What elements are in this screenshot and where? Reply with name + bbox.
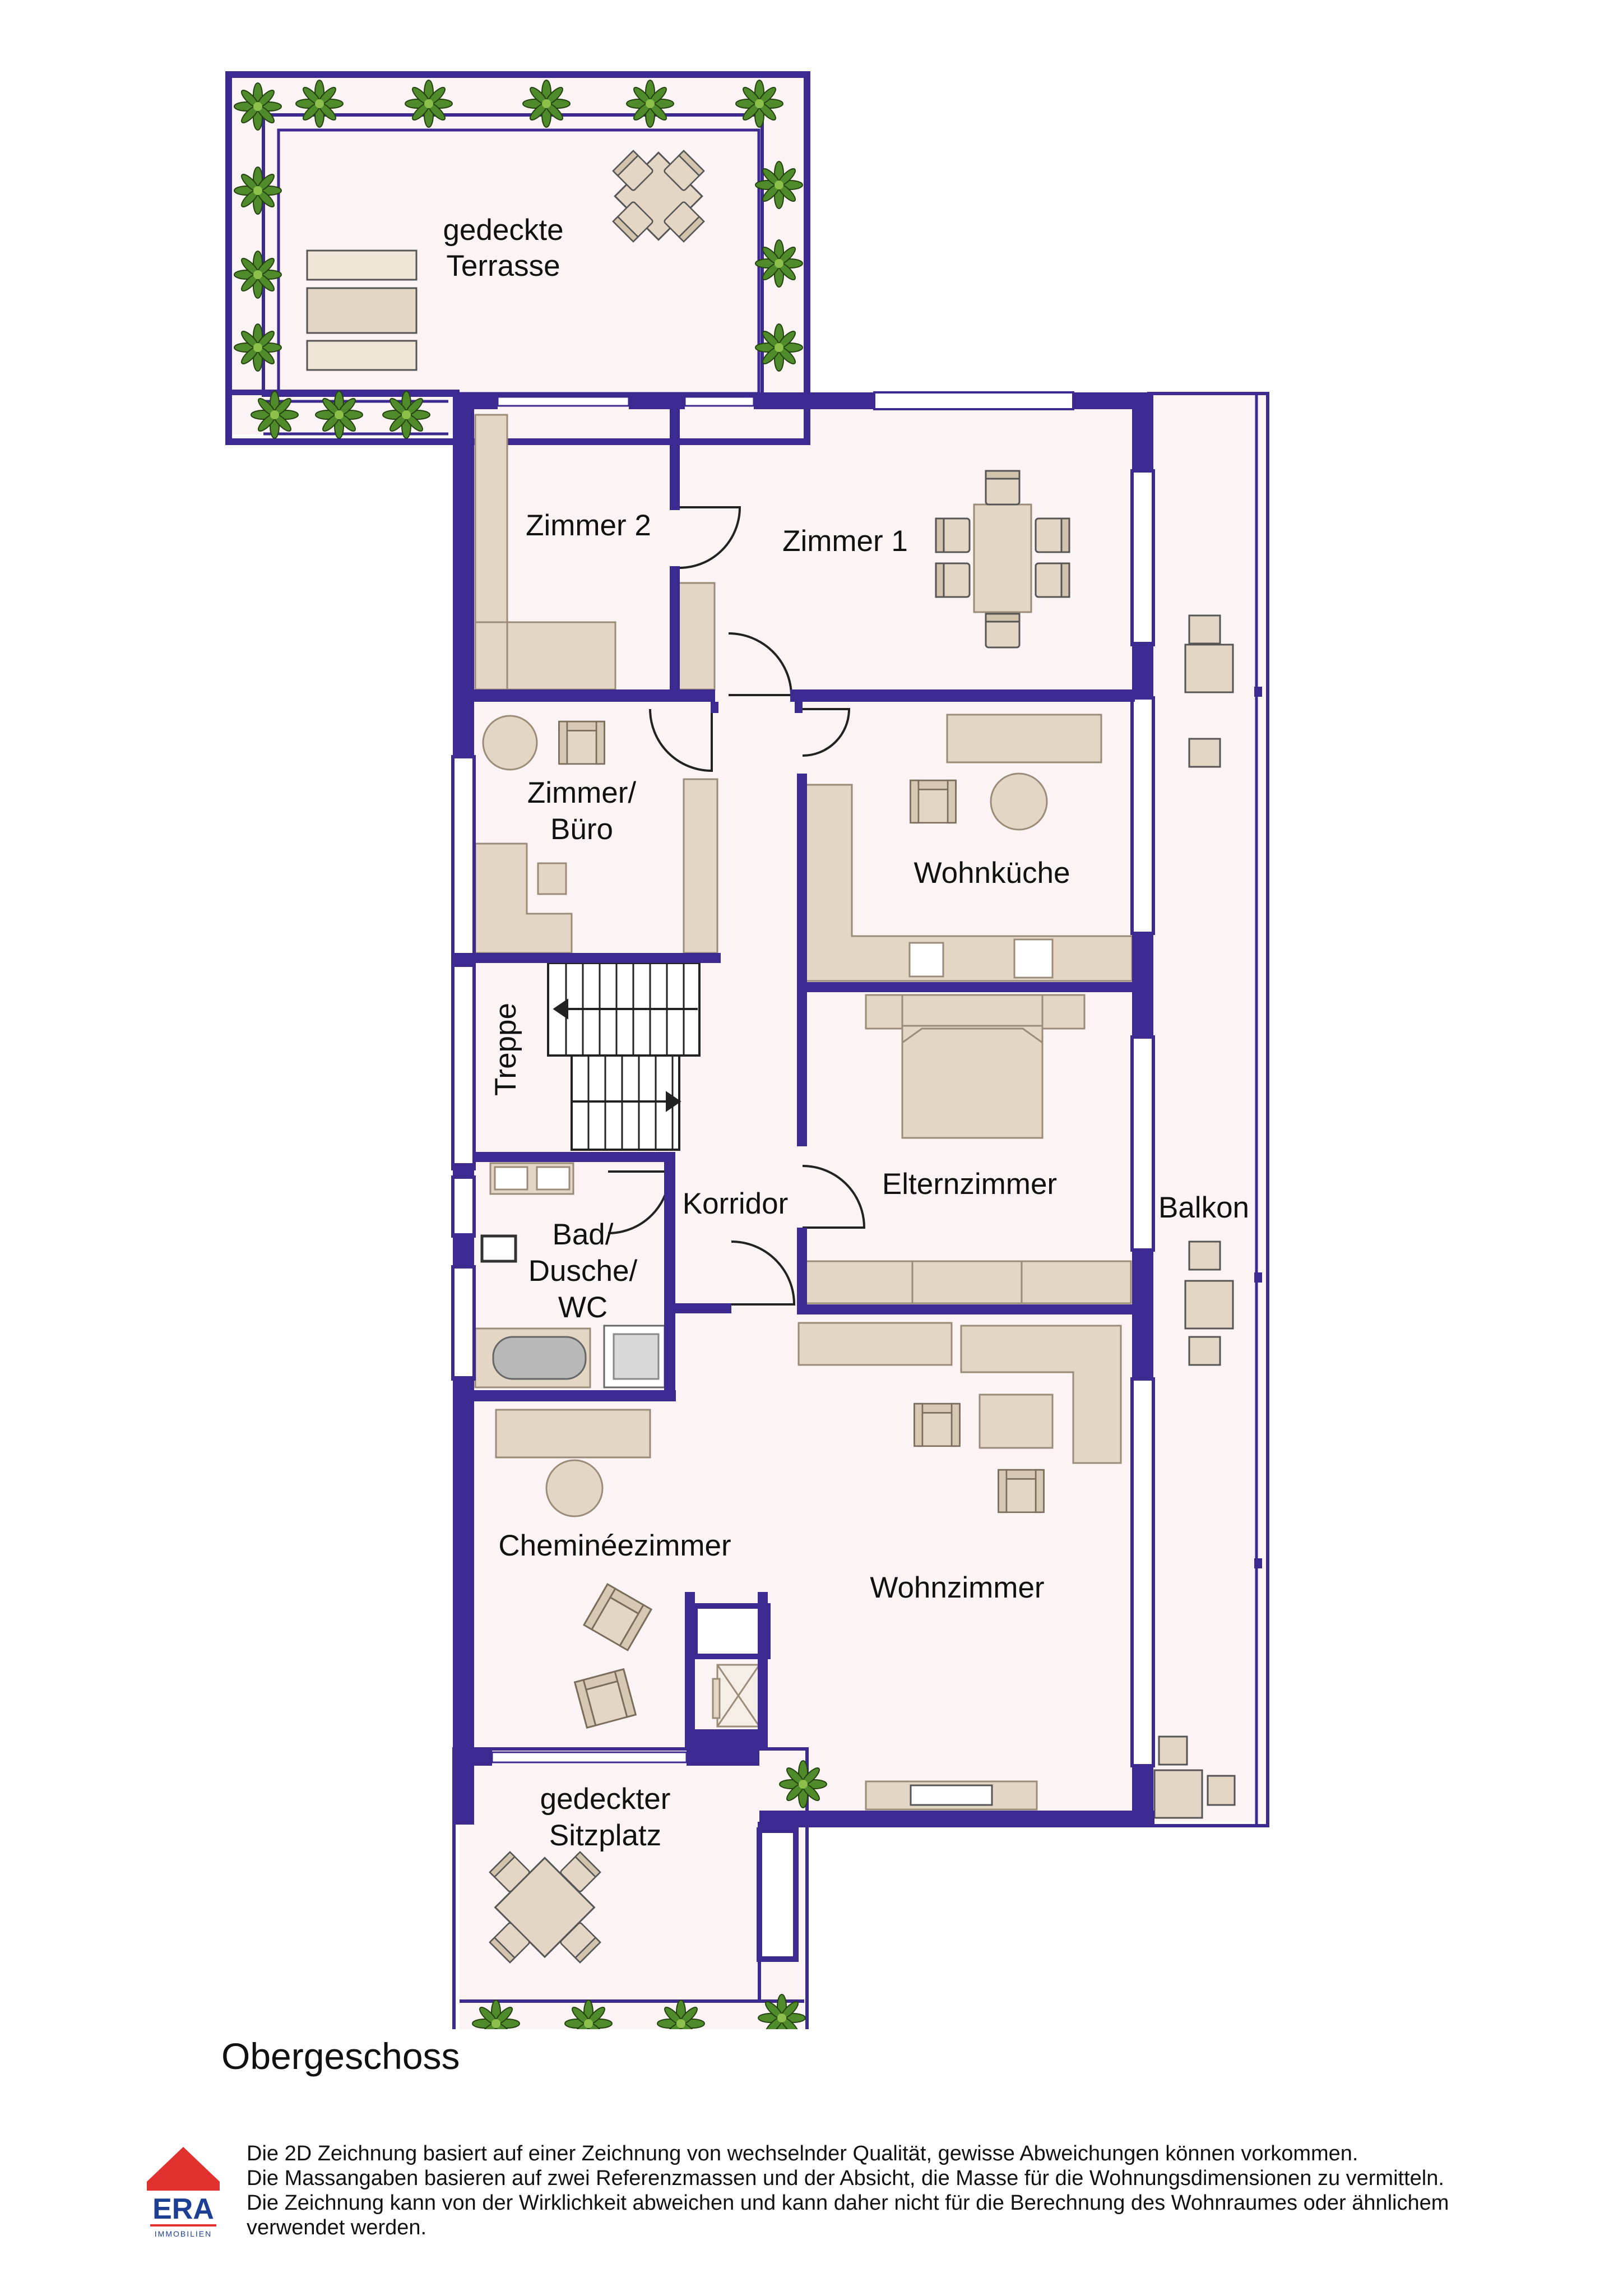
chair-icon xyxy=(985,470,1021,506)
floor-plan: gedeckte Terrasse Zimmer 2 Zimmer 1 Zimm… xyxy=(225,71,1269,2029)
sitzplatz-area xyxy=(452,1747,809,2029)
room-label-zimmer-1: Zimmer 1 xyxy=(782,525,908,558)
room-label-treppe: Treppe xyxy=(489,1003,522,1096)
room-label-wohnzimmer: Wohnzimmer xyxy=(870,1571,1044,1604)
chair-icon xyxy=(985,613,1021,649)
table-icon xyxy=(489,1851,601,1964)
disclaimer-line: Die 2D Zeichnung basiert auf einer Zeich… xyxy=(247,2142,1358,2165)
balcony xyxy=(1147,392,1269,1827)
disclaimer-line: Die Zeichnung kann von der Wirklichkeit … xyxy=(247,2191,1449,2215)
room-label-zimmer-2: Zimmer 2 xyxy=(526,509,651,542)
room-label-sitzplatz: gedeckter xyxy=(540,1783,671,1816)
room-label-wohnkueche: Wohnküche xyxy=(914,857,1070,890)
terrace xyxy=(225,71,810,445)
room-label-terrasse: Terrasse xyxy=(446,249,560,283)
era-logo: ERA IMMOBILIEN xyxy=(147,2147,220,2238)
furniture xyxy=(474,414,1133,1811)
terrace-furniture xyxy=(306,150,705,371)
floor-title: Obergeschoss xyxy=(221,2035,460,2077)
disclaimer-line: verwendet werden. xyxy=(247,2216,427,2239)
table-icon xyxy=(612,150,705,243)
room-label-elternzimmer: Elternzimmer xyxy=(882,1168,1057,1201)
room-label-korridor: Korridor xyxy=(683,1187,789,1220)
walls xyxy=(451,391,1155,1827)
logo-text: ERA xyxy=(152,2193,214,2225)
logo-subtext: IMMOBILIEN xyxy=(155,2229,212,2238)
room-label-buero: Büro xyxy=(550,813,613,846)
disclaimer: Die 2D Zeichnung basiert auf einer Zeich… xyxy=(247,2141,1536,2240)
room-label-sitzplatz: Sitzplatz xyxy=(549,1819,661,1852)
room-labels: gedeckte Terrasse Zimmer 2 Zimmer 1 Zimm… xyxy=(443,214,1249,1852)
room-label-bad: WC xyxy=(558,1291,608,1324)
stairs-icon xyxy=(547,962,701,1151)
room-label-bad: Bad/ xyxy=(552,1218,613,1251)
room-label-bad: Dusche/ xyxy=(528,1255,638,1288)
room-label-balkon: Balkon xyxy=(1158,1191,1249,1224)
disclaimer-line: Die Massangaben basieren auf zwei Refere… xyxy=(247,2167,1444,2190)
room-label-buero: Zimmer/ xyxy=(527,776,637,809)
room-label-cheminee: Cheminéezimmer xyxy=(498,1529,731,1562)
room-label-terrasse: gedeckte xyxy=(443,214,563,247)
